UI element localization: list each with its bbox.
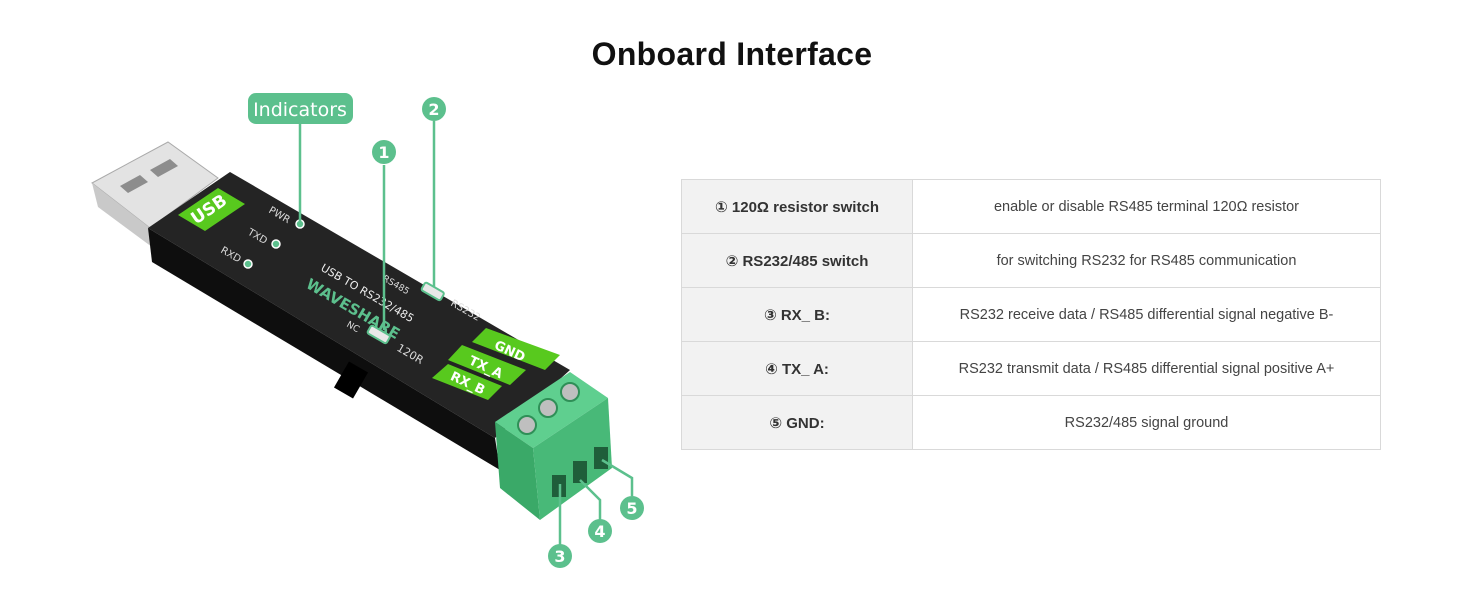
row-key: ① 120Ω resistor switch [681,179,913,234]
callout-4: 4 [588,519,612,543]
callout-1: 1 [372,140,396,164]
row-value: RS232 transmit data / RS485 differential… [912,341,1381,396]
row-value: enable or disable RS485 terminal 120Ω re… [912,179,1381,234]
table-row: ⑤ GND: RS232/485 signal ground [681,395,1381,450]
row-key: ④ TX_ A: [681,341,913,396]
table-row: ③ RX_ B: RS232 receive data / RS485 diff… [681,287,1381,342]
svg-text:4: 4 [594,522,605,541]
table-row: ④ TX_ A: RS232 transmit data / RS485 dif… [681,341,1381,396]
table-row: ① 120Ω resistor switch enable or disable… [681,179,1381,234]
callout-2: 2 [422,97,446,121]
row-value: RS232/485 signal ground [912,395,1381,450]
txd-led [271,239,281,249]
120r-switch [366,324,391,345]
terminal-block [495,372,612,520]
rs232-485-switch [420,281,445,302]
interface-table: ① 120Ω resistor switch enable or disable… [681,179,1381,450]
rxd-led [243,259,253,269]
pin-labels: GND TX_A RX_B [432,328,560,400]
callout-3: 3 [548,544,572,568]
row-value: for switching RS232 for RS485 communicat… [912,233,1381,288]
row-key: ⑤ GND: [681,395,913,450]
callout-5: 5 [620,496,644,520]
row-key: ③ RX_ B: [681,287,913,342]
indicators-label: Indicators [253,99,347,121]
indicators-pill [248,93,353,124]
usb-to-rs232-485-device-illustration: USB PWR TXD RXD USB TO RS232/485 WAVESHA… [91,93,644,568]
table-row: ② RS232/485 switch for switching RS232 f… [681,233,1381,288]
svg-text:2: 2 [428,100,439,119]
svg-text:5: 5 [626,499,637,518]
row-key: ② RS232/485 switch [681,233,913,288]
usb-plug [91,141,219,247]
page-title: Onboard Interface [591,36,873,72]
svg-text:1: 1 [378,143,389,162]
svg-text:3: 3 [554,547,565,566]
row-value: RS232 receive data / RS485 differential … [912,287,1381,342]
